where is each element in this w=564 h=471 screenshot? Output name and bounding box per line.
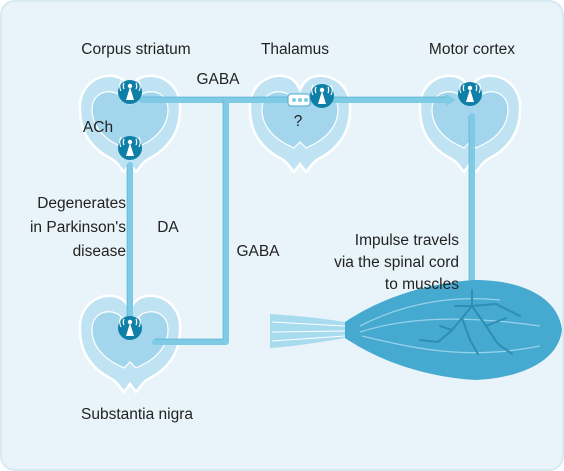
neuron-cell-icon [118, 316, 142, 340]
substantia-nigra-label: Substantia nigra [81, 406, 193, 423]
svg-text:disease: disease [73, 243, 126, 260]
neuron-cell-icon [310, 84, 334, 108]
unknown-transmitter-label: ? [294, 113, 303, 130]
corpus-striatum-label: Corpus striatum [81, 41, 190, 58]
gaba-label-side: GABA [236, 243, 280, 260]
neuron-cell-icon [118, 136, 142, 160]
ach-label: ACh [83, 119, 113, 136]
synapse-icon [288, 94, 310, 106]
gaba-label-top: GABA [196, 71, 240, 88]
neuron-cell-icon [458, 82, 482, 106]
svg-text:Impulse travels: Impulse travels [355, 232, 459, 249]
svg-text:Degenerates: Degenerates [37, 195, 126, 212]
svg-text:via the spinal cord: via the spinal cord [334, 254, 459, 271]
thalamus-label: Thalamus [261, 41, 329, 58]
neuron-cell-icon [118, 80, 142, 104]
motor-cortex-label: Motor cortex [429, 41, 515, 58]
svg-text:in Parkinson's: in Parkinson's [30, 219, 126, 236]
dopamine-label: DA [157, 219, 179, 236]
svg-text:to muscles: to muscles [385, 276, 459, 293]
